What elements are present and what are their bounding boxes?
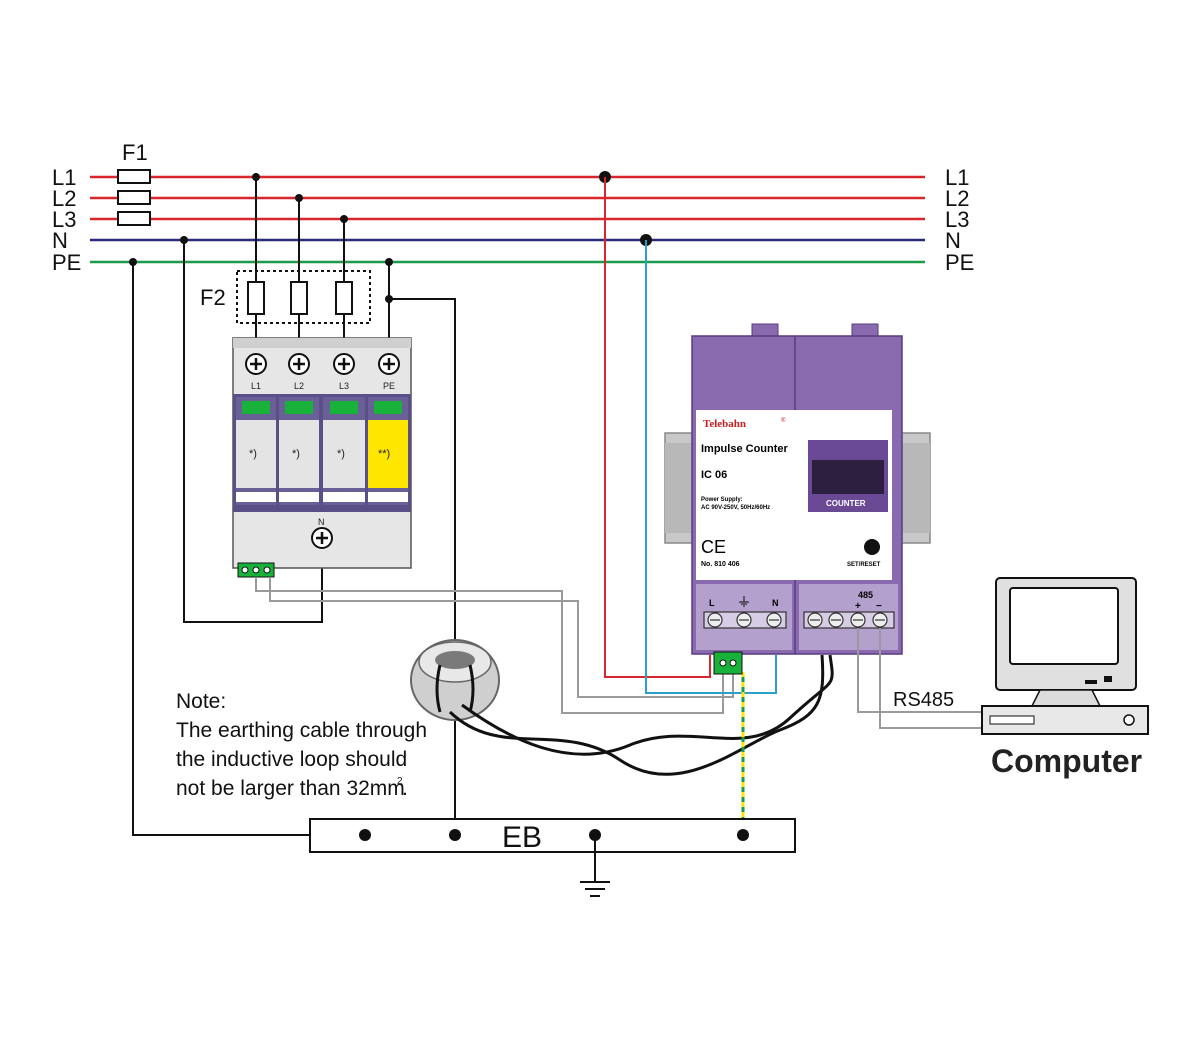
- spd-term-l3: L3: [339, 381, 349, 391]
- f2-label: F2: [200, 285, 226, 310]
- right-line-labels: L1 L2 L3 N PE: [945, 165, 974, 275]
- label-n-left: N: [52, 228, 68, 253]
- label-l3-left: L3: [52, 207, 76, 232]
- spd-module-4-label: **): [378, 448, 390, 460]
- bus-lines: [90, 175, 925, 264]
- junction-dots: [129, 171, 652, 303]
- spd-modules: [236, 397, 408, 505]
- label-pe-right: PE: [945, 250, 974, 275]
- device-title: Impulse Counter: [701, 443, 789, 455]
- label-l2-right: L2: [945, 186, 969, 211]
- spd-top-terminals: [245, 353, 400, 375]
- term-l-label: L: [709, 598, 715, 608]
- brand-logo: Telebahn: [703, 418, 746, 430]
- left-line-labels: L1 L2 L3 N PE: [52, 165, 81, 275]
- note-block: Note: The earthing cable through the ind…: [176, 690, 427, 800]
- display-label: COUNTER: [826, 499, 866, 508]
- brand-mark: ®: [781, 417, 786, 424]
- rs485-label: RS485: [893, 689, 954, 711]
- power-value: AC 90V-250V, 50Hz/60Hz: [701, 505, 770, 511]
- note-line-1: Note:: [176, 690, 226, 713]
- label-l2-left: L2: [52, 186, 76, 211]
- eb-label: EB: [502, 821, 542, 854]
- label-l1-right: L1: [945, 165, 969, 190]
- label-n-right: N: [945, 228, 961, 253]
- note-line-4: not be larger than 32mm: [176, 777, 405, 800]
- fuse-f1: F1: [117, 140, 151, 226]
- inductive-loop: [410, 639, 500, 721]
- power-label: Power Supply:: [701, 497, 743, 503]
- computer-label: Computer: [991, 743, 1142, 779]
- spd-term-l1: L1: [251, 381, 261, 391]
- note-line-3: the inductive loop should: [176, 748, 407, 771]
- computer-icon: [981, 577, 1149, 735]
- spd-n-label: N: [318, 517, 325, 527]
- bus-label: 485: [858, 590, 873, 600]
- surge-protection-device: L1 L2 L3 PE *) *) *) **) N: [232, 337, 412, 578]
- ground-icon: [580, 881, 610, 897]
- device-number: No. 810 406: [701, 561, 740, 568]
- impulse-counter: Telebahn ® Impulse Counter IC 06 Power S…: [664, 323, 931, 675]
- spd-module-1-label: *): [249, 448, 257, 460]
- spd-module-3-label: *): [337, 448, 345, 460]
- fuse-f2: F2: [200, 270, 371, 324]
- f1-label: F1: [122, 140, 148, 165]
- note-period: .: [402, 777, 408, 800]
- label-l1-left: L1: [52, 165, 76, 190]
- minus-label: −: [876, 601, 882, 612]
- label-pe-left: PE: [52, 250, 81, 275]
- spd-term-l2: L2: [294, 381, 304, 391]
- set-reset-label: SET/RESET: [847, 562, 881, 568]
- spd-module-2-label: *): [292, 448, 300, 460]
- label-l3-right: L3: [945, 207, 969, 232]
- twisted-pair-cable: [448, 654, 834, 776]
- term-n-label: N: [772, 598, 779, 608]
- earth-icon: [739, 596, 749, 607]
- set-reset-button[interactable]: [864, 539, 880, 555]
- earth-bar: EB: [309, 818, 796, 897]
- note-line-2: The earthing cable through: [176, 719, 427, 742]
- supply-wires: [604, 177, 777, 694]
- note-superscript: 2: [397, 776, 403, 787]
- ce-mark: CE: [701, 537, 726, 557]
- counter-display: [812, 460, 884, 494]
- plus-label: +: [855, 601, 861, 612]
- counter-terminals: [703, 611, 895, 629]
- spd-term-pe: PE: [383, 381, 395, 391]
- rs485-wires: [857, 628, 982, 729]
- device-model: IC 06: [701, 469, 727, 481]
